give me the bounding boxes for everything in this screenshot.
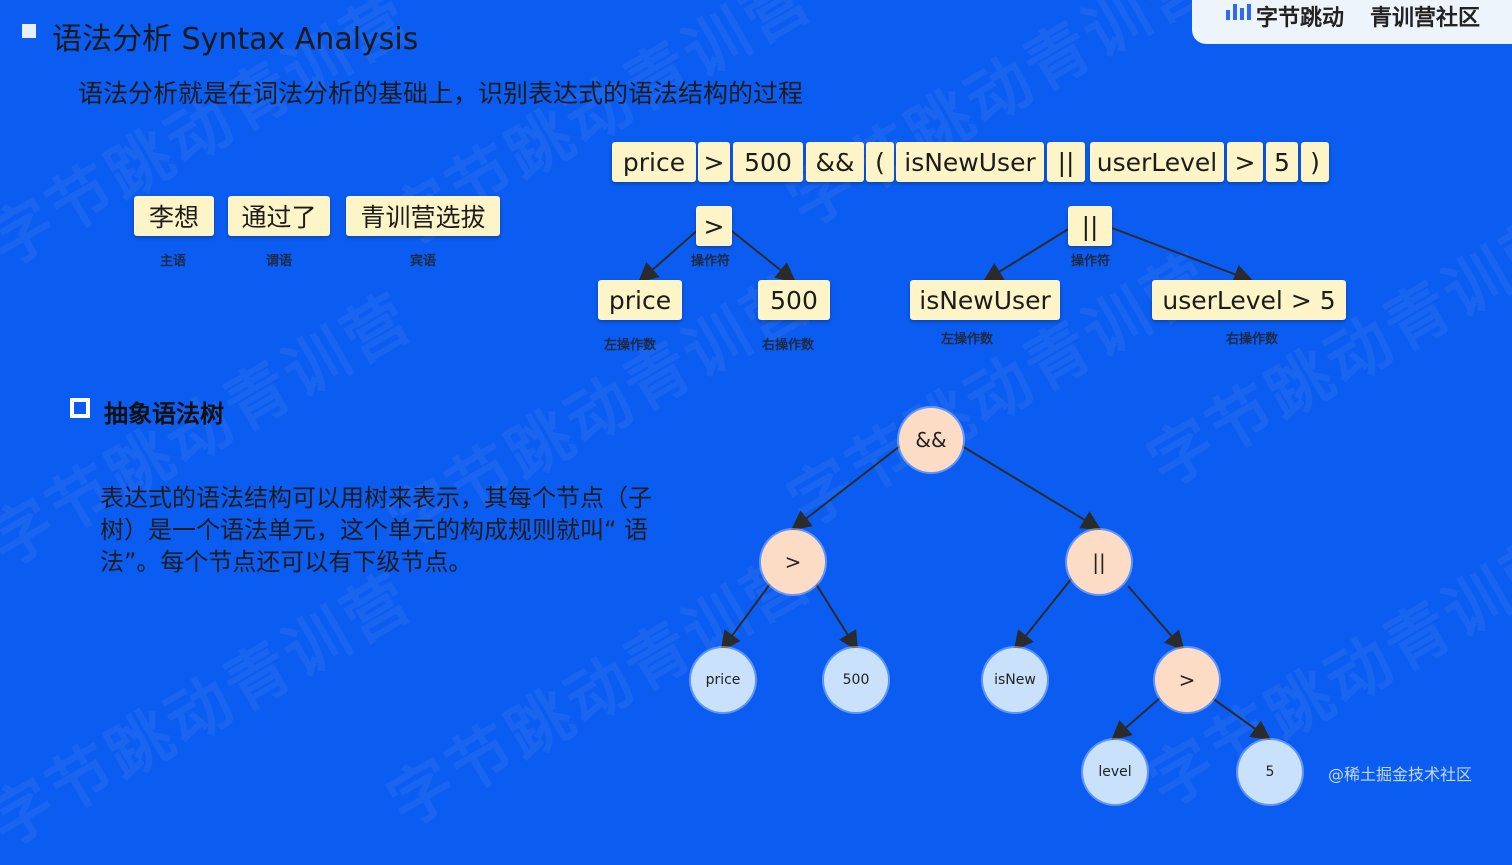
sentence-word-predicate: 通过了 [228, 196, 330, 236]
subtree-right-operand: 500 [758, 280, 830, 320]
ast-leaf-5: 5 [1238, 740, 1302, 804]
left-operand-caption: 左操作数 [941, 332, 994, 347]
operator-caption: 操作符 [691, 254, 731, 269]
token: 5 [1266, 142, 1298, 182]
bytedance-logo: 字节跳动 [1256, 6, 1345, 31]
ast-node-or: || [1067, 530, 1131, 594]
token: > [1227, 142, 1263, 182]
logo-bar [1192, 0, 1512, 44]
operator-caption: 操作符 [1071, 254, 1111, 269]
token: && [806, 142, 864, 182]
role-label-predicate: 谓语 [266, 254, 293, 269]
ast-node-gt-inner: > [1155, 648, 1219, 712]
token: || [1047, 142, 1085, 182]
right-operand-caption: 右操作数 [1226, 332, 1279, 347]
subtree-left-operand: isNewUser [910, 280, 1060, 320]
diagram-connectors [637, 227, 1272, 741]
left-operand-caption: 左操作数 [604, 338, 657, 353]
section-paragraph: 表达式的语法结构可以用树来表示，其每个节点（子树）是一个语法单元，这个单元的构成… [100, 484, 652, 576]
ast-leaf-level: level [1083, 740, 1147, 804]
token: ) [1301, 142, 1329, 182]
subtree-right-operand: userLevel > 5 [1152, 280, 1346, 320]
token: isNewUser [896, 142, 1044, 182]
sentence-word-subject: 李想 [134, 196, 214, 236]
token: userLevel [1090, 142, 1224, 182]
community-logo: 青训营社区 [1370, 6, 1481, 31]
ast-leaf-isnew: isNew [983, 648, 1047, 712]
subtree-left-operand: price [598, 280, 682, 320]
token: price [612, 142, 696, 182]
role-label-object: 宾语 [410, 254, 437, 269]
token: > [698, 142, 730, 182]
ast-node-gt: > [761, 530, 825, 594]
right-operand-caption: 右操作数 [762, 338, 815, 353]
footer-credit: @稀土掘金技术社区 [1328, 765, 1473, 784]
ast-leaf-price: price [691, 648, 755, 712]
ast-leaf-500: 500 [824, 648, 888, 712]
subtree-operator: || [1068, 206, 1112, 246]
token: 500 [733, 142, 803, 182]
square-bullet-icon [22, 24, 36, 38]
token: ( [866, 142, 894, 182]
page-subtitle: 语法分析就是在词法分析的基础上，识别表达式的语法结构的过程 [78, 79, 804, 108]
page-title: 语法分析 Syntax Analysis [52, 22, 419, 57]
ast-node-root: && [899, 408, 963, 472]
role-label-subject: 主语 [160, 254, 187, 269]
sentence-word-object: 青训营选拔 [346, 196, 500, 236]
brand-bars-icon [1226, 4, 1251, 20]
hollow-square-bullet-icon [70, 398, 90, 418]
section-title: 抽象语法树 [104, 400, 224, 428]
subtree-operator: > [696, 206, 732, 246]
